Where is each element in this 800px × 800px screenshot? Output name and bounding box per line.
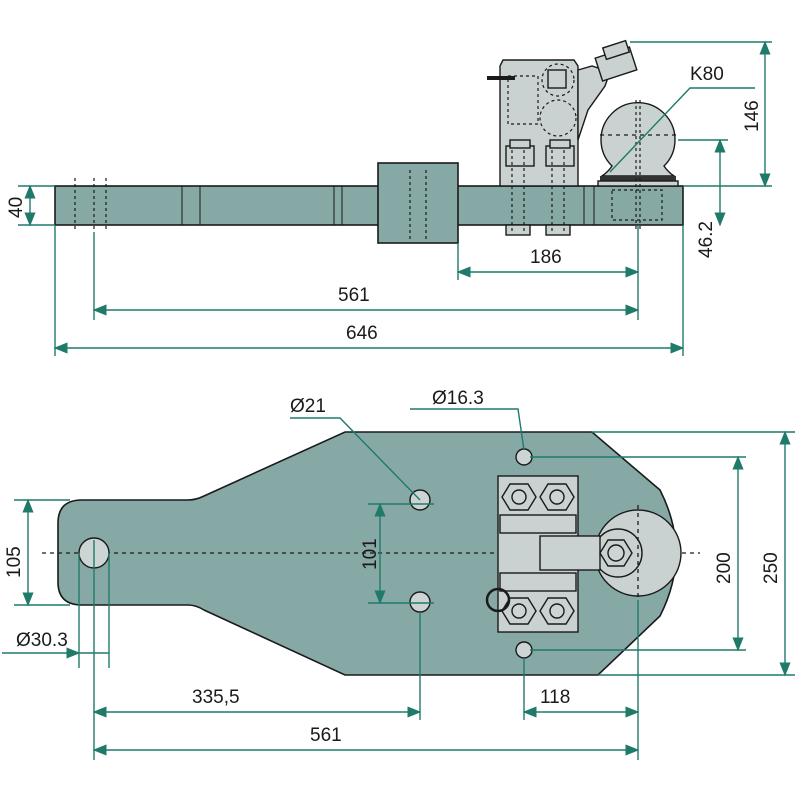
top-dimensions: Ø21 Ø16.3 105 101 Ø30.3 200 250 335,5 11 — [2, 388, 795, 760]
dim-101: 101 — [360, 538, 381, 570]
dim-561-side: 561 — [338, 285, 370, 306]
dim-40: 40 — [6, 197, 27, 218]
top-view: Ø21 Ø16.3 105 101 Ø30.3 200 250 335,5 11 — [2, 388, 795, 760]
dim-646: 646 — [346, 323, 378, 344]
coupling-bracket — [487, 39, 638, 236]
dim-hole-30-3: Ø30.3 — [16, 630, 68, 651]
drawbar-side — [54, 185, 684, 226]
dim-250: 250 — [761, 552, 782, 584]
dim-186: 186 — [530, 247, 562, 268]
hole-16-bottom — [515, 641, 533, 659]
dim-105: 105 — [4, 546, 25, 578]
coupling-top — [485, 475, 682, 633]
dim-118: 118 — [540, 687, 570, 708]
dim-200: 200 — [714, 552, 735, 584]
dim-hole-21: Ø21 — [290, 396, 326, 417]
side-dimensions: 40 146 46.2 K80 186 561 646 — [6, 40, 772, 356]
dim-561-top: 561 — [310, 725, 342, 746]
side-view: 40 146 46.2 K80 186 561 646 — [6, 39, 772, 356]
dim-146: 146 — [742, 100, 763, 132]
dim-k80: K80 — [690, 64, 724, 85]
dim-335-5: 335,5 — [192, 687, 240, 708]
hole-21-bottom — [409, 591, 431, 613]
tow-ball-side — [597, 100, 679, 230]
hole-16-top — [515, 448, 533, 466]
dim-hole-16-3: Ø16.3 — [432, 388, 484, 409]
dim-46-2: 46.2 — [696, 221, 717, 258]
spacer-block — [377, 162, 459, 244]
